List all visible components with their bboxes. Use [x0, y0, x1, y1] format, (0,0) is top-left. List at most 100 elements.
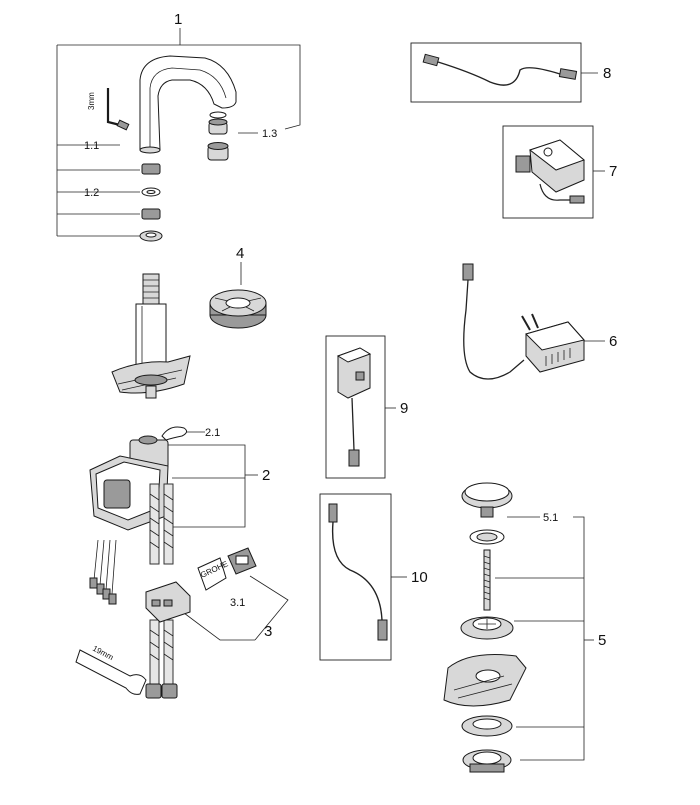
- battery-contact-1: [151, 599, 161, 607]
- adapter-vents: [545, 348, 571, 366]
- label-1-3: 1.3: [262, 128, 277, 140]
- label-2: 2: [262, 467, 270, 484]
- adapter-prongs: [521, 313, 539, 331]
- hex-key-3mm: [106, 88, 125, 128]
- sensor-cable: [351, 397, 355, 451]
- sensor-plug: [348, 449, 360, 467]
- supply-hose-left-upper: [149, 483, 160, 565]
- label-6: 6: [609, 333, 617, 350]
- power-unit-cable: [539, 183, 572, 201]
- power-unit-bracket: [515, 155, 531, 173]
- drain-lower-ring-hole: [472, 718, 502, 730]
- cap-grip-lines: [214, 297, 262, 312]
- stud-bottom-fitting: [145, 385, 157, 399]
- box-7: [502, 125, 594, 219]
- retaining-clip: [161, 426, 188, 441]
- drain-plug-cap-top: [464, 482, 510, 502]
- part-1-faucet-group: 1 1.1 1.2 1.3 3mm: [56, 11, 301, 242]
- countertop-section: [111, 355, 191, 394]
- cable-10-plug-top: [328, 503, 338, 523]
- adapter-plug-end: [462, 263, 474, 281]
- part-10-sensor-cable: 10: [319, 493, 428, 661]
- supply-hose-left-lower: [149, 619, 160, 685]
- supply-hose-right-upper: [163, 483, 174, 565]
- aerator-washer: [209, 111, 227, 119]
- cap-center: [225, 297, 251, 309]
- leader-3-right: [249, 575, 289, 641]
- sleeve-flange: [134, 374, 168, 386]
- label-9: 9: [400, 400, 408, 417]
- mounting-nut-upper: [141, 163, 161, 175]
- aerator-insert-top: [208, 118, 228, 126]
- part-2-control-unit-group: 2.1 2: [89, 426, 270, 699]
- faucet-spout: [139, 55, 237, 151]
- cable-8-plug-right: [558, 68, 578, 80]
- hose-nut-left: [145, 683, 162, 699]
- valve-inlet: [138, 435, 158, 445]
- cable-8-wire: [437, 61, 561, 86]
- label-8: 8: [603, 65, 611, 82]
- battery-contact-2: [163, 599, 173, 607]
- leader-5-bracket: [520, 516, 585, 761]
- wire-plug-1: [89, 577, 98, 589]
- leader-3-left: [179, 609, 255, 641]
- drain-seal-inner: [476, 532, 498, 542]
- box-9: [325, 335, 386, 479]
- power-unit-top: [528, 139, 585, 171]
- aerator-housing-top: [207, 142, 229, 150]
- adapter-top: [525, 321, 585, 351]
- control-box-window: [103, 479, 131, 509]
- sensor-window: [355, 371, 365, 381]
- set-screw-1-1: [116, 119, 130, 131]
- rod-thread-lines: [483, 555, 491, 601]
- hose-nut-right: [161, 683, 178, 699]
- o-ring-1-2-hole: [146, 190, 156, 194]
- wrench-19mm: [75, 649, 147, 695]
- label-7: 7: [609, 163, 617, 180]
- spout-base: [139, 146, 161, 154]
- label-10: 10: [411, 569, 428, 586]
- base-washer-hole: [145, 232, 157, 238]
- label-5-1: 5.1: [543, 512, 558, 524]
- box-8: [410, 42, 582, 103]
- threaded-stud: [142, 273, 160, 305]
- part-4-cover-cap: 4: [209, 245, 267, 329]
- mounting-stud-assembly: [111, 273, 191, 399]
- label-1-1: 1.1: [84, 140, 99, 152]
- leader-2-bracket: [162, 444, 246, 528]
- drain-flange-grid: [478, 619, 496, 629]
- label-3-1: 3.1: [230, 597, 245, 609]
- cable-8-plug-left: [422, 53, 440, 67]
- part-5-drain-group: 5.1 5: [443, 482, 606, 773]
- battery-cell: [197, 557, 227, 591]
- sensor-wires: [93, 539, 117, 595]
- part-8-extension-cable: 8: [410, 42, 611, 103]
- power-unit-plug: [569, 195, 585, 204]
- label-5: 5: [598, 632, 606, 649]
- supply-hose-right-lower: [163, 619, 174, 685]
- stud-thread-lines: [143, 279, 159, 299]
- mounting-nut-lower: [141, 208, 161, 220]
- drain-plug-stem: [480, 506, 494, 518]
- spout-highlight: [149, 67, 227, 150]
- basin-hatch: [453, 675, 513, 699]
- hex-key-size-label: 3mm: [87, 92, 96, 110]
- cable-10-wire: [331, 521, 383, 621]
- label-2-1: 2.1: [205, 427, 220, 439]
- sensor-plate-top: [336, 347, 372, 363]
- part-6-power-adapter: 6: [462, 263, 617, 380]
- part-9-sensor: 9: [325, 335, 408, 479]
- adapter-cable: [463, 279, 525, 380]
- part-7-power-unit: 7: [502, 125, 617, 219]
- drain-tailpiece-thread: [469, 763, 505, 773]
- label-1: 1: [174, 11, 182, 28]
- label-1-2: 1.2: [84, 187, 99, 199]
- battery-cover-window: [235, 555, 249, 565]
- hose-braid-pattern: [149, 493, 174, 661]
- mounting-sleeve: [135, 303, 167, 367]
- label-4: 4: [236, 245, 244, 262]
- wrench-tool: 19mm: [75, 644, 147, 695]
- leader-1-bracket: [57, 44, 301, 130]
